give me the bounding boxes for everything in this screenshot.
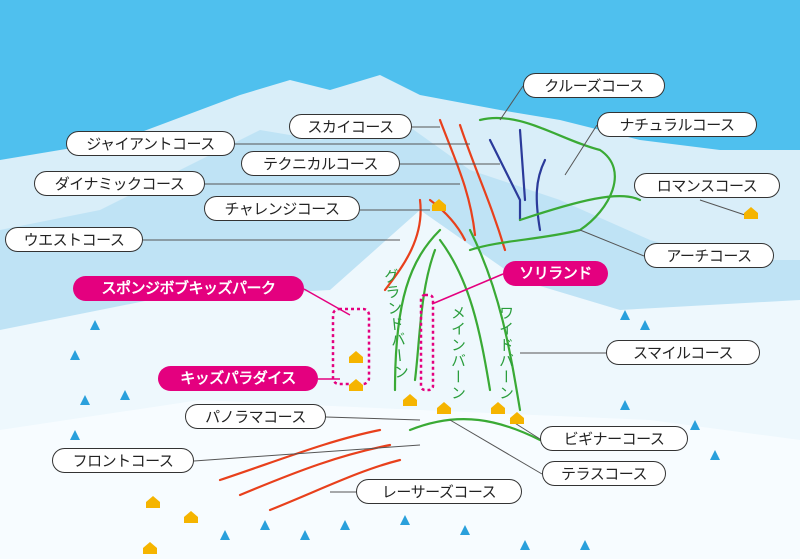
label-terrace-course[interactable]: テラスコース — [542, 461, 666, 486]
course-lines — [218, 116, 642, 512]
label-natural-course[interactable]: ナチュラルコース — [597, 112, 757, 137]
label-sori-land[interactable]: ソリランド — [503, 261, 608, 286]
label-smile-course[interactable]: スマイルコース — [606, 340, 760, 365]
label-sky-course[interactable]: スカイコース — [289, 114, 412, 139]
label-main-slope: メインバーン — [449, 305, 467, 401]
label-west-course[interactable]: ウエストコース — [5, 227, 143, 252]
label-romance-course[interactable]: ロマンスコース — [634, 173, 780, 198]
label-kids-paradise[interactable]: キッズパラダイス — [158, 366, 318, 391]
label-front-course[interactable]: フロントコース — [52, 448, 194, 473]
label-spongebob-kids-park[interactable]: スポンジボブキッズパーク — [73, 276, 304, 301]
label-racers-course[interactable]: レーサーズコース — [356, 479, 522, 504]
label-cruise-course[interactable]: クルーズコース — [523, 73, 665, 98]
label-arch-course[interactable]: アーチコース — [644, 243, 774, 268]
label-technical-course[interactable]: テクニカルコース — [241, 151, 400, 176]
label-challenge-course[interactable]: チャレンジコース — [204, 196, 360, 221]
label-panorama-course[interactable]: パノラマコース — [185, 404, 326, 429]
tree-icons — [70, 310, 720, 550]
label-giant-course[interactable]: ジャイアントコース — [66, 131, 235, 156]
label-beginner-course[interactable]: ビギナーコース — [540, 426, 688, 451]
spongebob-park-area — [331, 307, 371, 386]
leader-lines — [143, 85, 746, 493]
lodge-icons — [143, 199, 758, 554]
label-wide-slope: ワイドバーン — [497, 305, 515, 401]
sori-land-area — [419, 293, 435, 392]
label-dynamic-course[interactable]: ダイナミックコース — [34, 171, 205, 196]
